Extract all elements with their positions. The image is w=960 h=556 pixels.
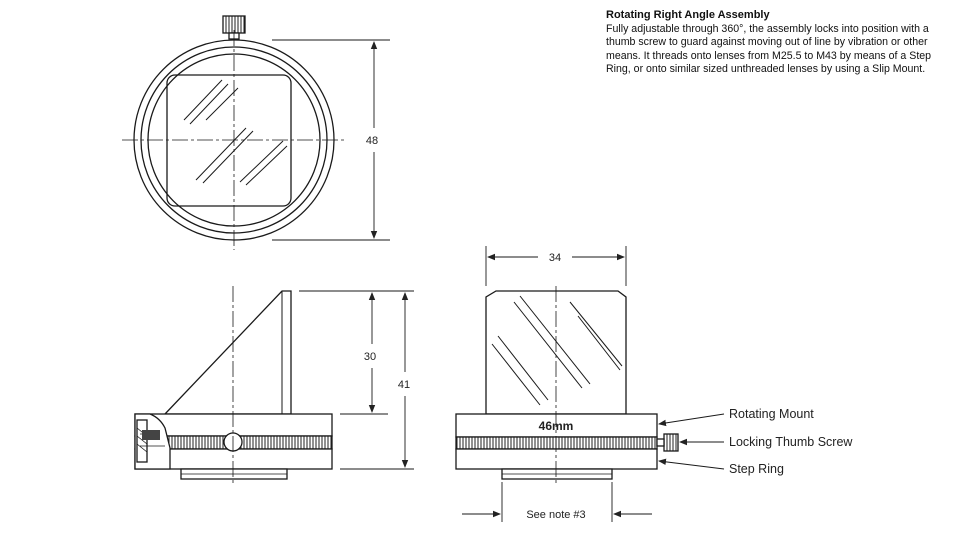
see-note-label: See note #3 bbox=[526, 509, 585, 521]
top-prism-face bbox=[166, 74, 292, 207]
dim-48: 48 bbox=[366, 135, 378, 147]
callout-locking-thumb-screw: Locking Thumb Screw bbox=[729, 435, 853, 449]
front-knurl-band bbox=[455, 436, 658, 450]
callout-step-ring: Step Ring bbox=[729, 462, 784, 476]
side-prism bbox=[163, 290, 292, 415]
callout-rotating-mount: Rotating Mount bbox=[729, 407, 814, 421]
dim-41: 41 bbox=[398, 379, 410, 391]
description-body: Fully adjustable through 360°, the assem… bbox=[606, 23, 932, 75]
top-view bbox=[122, 15, 390, 250]
description-block: Rotating Right Angle Assembly Fully adju… bbox=[606, 9, 946, 76]
dim-34: 34 bbox=[549, 252, 561, 264]
description-title: Rotating Right Angle Assembly bbox=[606, 9, 770, 21]
front-thumb-screw bbox=[663, 433, 679, 452]
front-view bbox=[455, 246, 725, 522]
dim-46mm: 46mm bbox=[539, 419, 574, 433]
dim-30: 30 bbox=[364, 351, 376, 363]
side-view bbox=[134, 286, 414, 484]
